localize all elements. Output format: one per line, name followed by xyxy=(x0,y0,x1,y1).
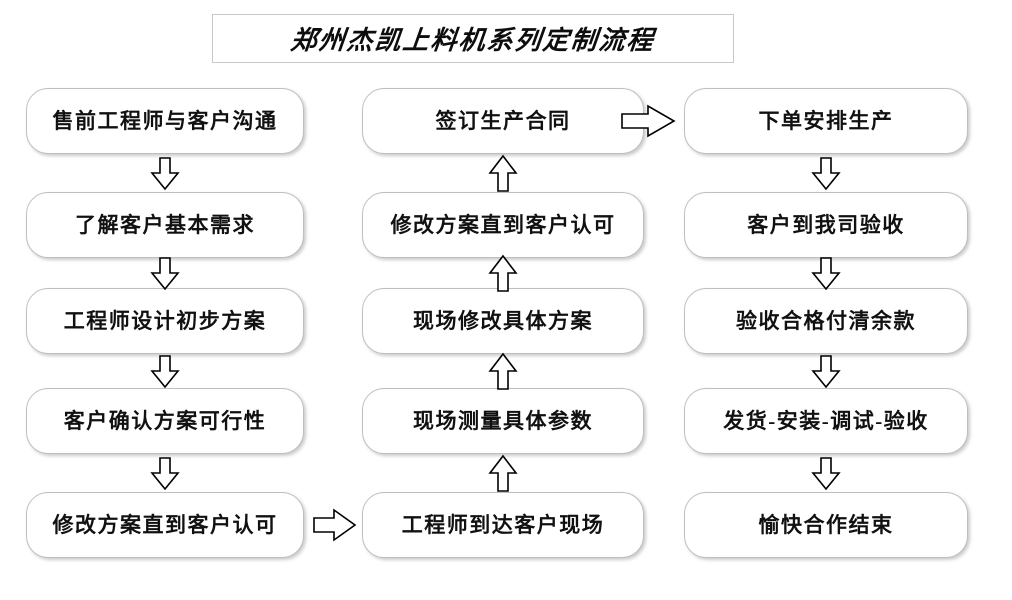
middle-col-arrow-3-icon xyxy=(485,352,521,390)
left-col-arrow-4-icon xyxy=(147,457,183,491)
node-sign-production-contract[interactable]: 签订生产合同 xyxy=(362,88,644,154)
node-label: 售前工程师与客户沟通 xyxy=(52,108,278,133)
node-label: 客户确认方案可行性 xyxy=(63,408,267,433)
node-pay-balance-after-acceptance[interactable]: 验收合格付清余款 xyxy=(684,288,968,354)
node-label: 客户到我司验收 xyxy=(747,212,905,237)
node-label: 工程师到达客户现场 xyxy=(401,512,605,537)
node-label: 工程师设计初步方案 xyxy=(63,308,267,333)
chart-title-box: 郑州杰凯上料机系列定制流程 xyxy=(212,14,734,63)
node-label: 修改方案直到客户认可 xyxy=(390,212,616,237)
left-col-arrow-1-icon xyxy=(147,157,183,191)
node-label: 签订生产合同 xyxy=(435,108,571,133)
node-label: 愉快合作结束 xyxy=(758,512,894,537)
node-revise-until-approved-left[interactable]: 修改方案直到客户认可 xyxy=(26,492,304,558)
node-customer-confirm-feasibility[interactable]: 客户确认方案可行性 xyxy=(26,388,304,454)
node-label: 现场测量具体参数 xyxy=(413,408,593,433)
node-customer-inspection-at-factory[interactable]: 客户到我司验收 xyxy=(684,192,968,258)
right-col-arrow-4-icon xyxy=(808,457,844,491)
node-label: 验收合格付清余款 xyxy=(736,308,916,333)
middle-col-arrow-2-icon xyxy=(485,254,521,292)
middle-col-arrow-4-icon xyxy=(485,454,521,492)
node-pre-sales-communication[interactable]: 售前工程师与客户沟通 xyxy=(26,88,304,154)
node-label: 修改方案直到客户认可 xyxy=(52,512,278,537)
right-col-arrow-2-icon xyxy=(808,257,844,291)
node-onsite-revise-plan[interactable]: 现场修改具体方案 xyxy=(362,288,644,354)
node-onsite-measure-parameters[interactable]: 现场测量具体参数 xyxy=(362,388,644,454)
node-engineer-arrives-onsite[interactable]: 工程师到达客户现场 xyxy=(362,492,644,558)
node-label: 现场修改具体方案 xyxy=(413,308,593,333)
node-ship-install-debug-accept[interactable]: 发货-安装-调试-验收 xyxy=(684,388,968,454)
node-revise-until-approved-mid[interactable]: 修改方案直到客户认可 xyxy=(362,192,644,258)
node-understand-requirements[interactable]: 了解客户基本需求 xyxy=(26,192,304,258)
node-engineer-draft-plan[interactable]: 工程师设计初步方案 xyxy=(26,288,304,354)
node-place-order-arrange-production[interactable]: 下单安排生产 xyxy=(684,88,968,154)
node-happy-cooperation-end[interactable]: 愉快合作结束 xyxy=(684,492,968,558)
node-label: 了解客户基本需求 xyxy=(75,212,255,237)
right-col-arrow-1-icon xyxy=(808,157,844,191)
right-col-arrow-3-icon xyxy=(808,355,844,389)
left-col-arrow-2-icon xyxy=(147,257,183,291)
node-label: 发货-安装-调试-验收 xyxy=(723,408,929,433)
chart-title: 郑州杰凯上料机系列定制流程 xyxy=(289,26,657,55)
left-col-arrow-3-icon xyxy=(147,355,183,389)
middle-col-arrow-1-icon xyxy=(485,154,521,192)
node-label: 下单安排生产 xyxy=(758,108,894,133)
left-to-middle-arrow-icon xyxy=(313,507,360,543)
